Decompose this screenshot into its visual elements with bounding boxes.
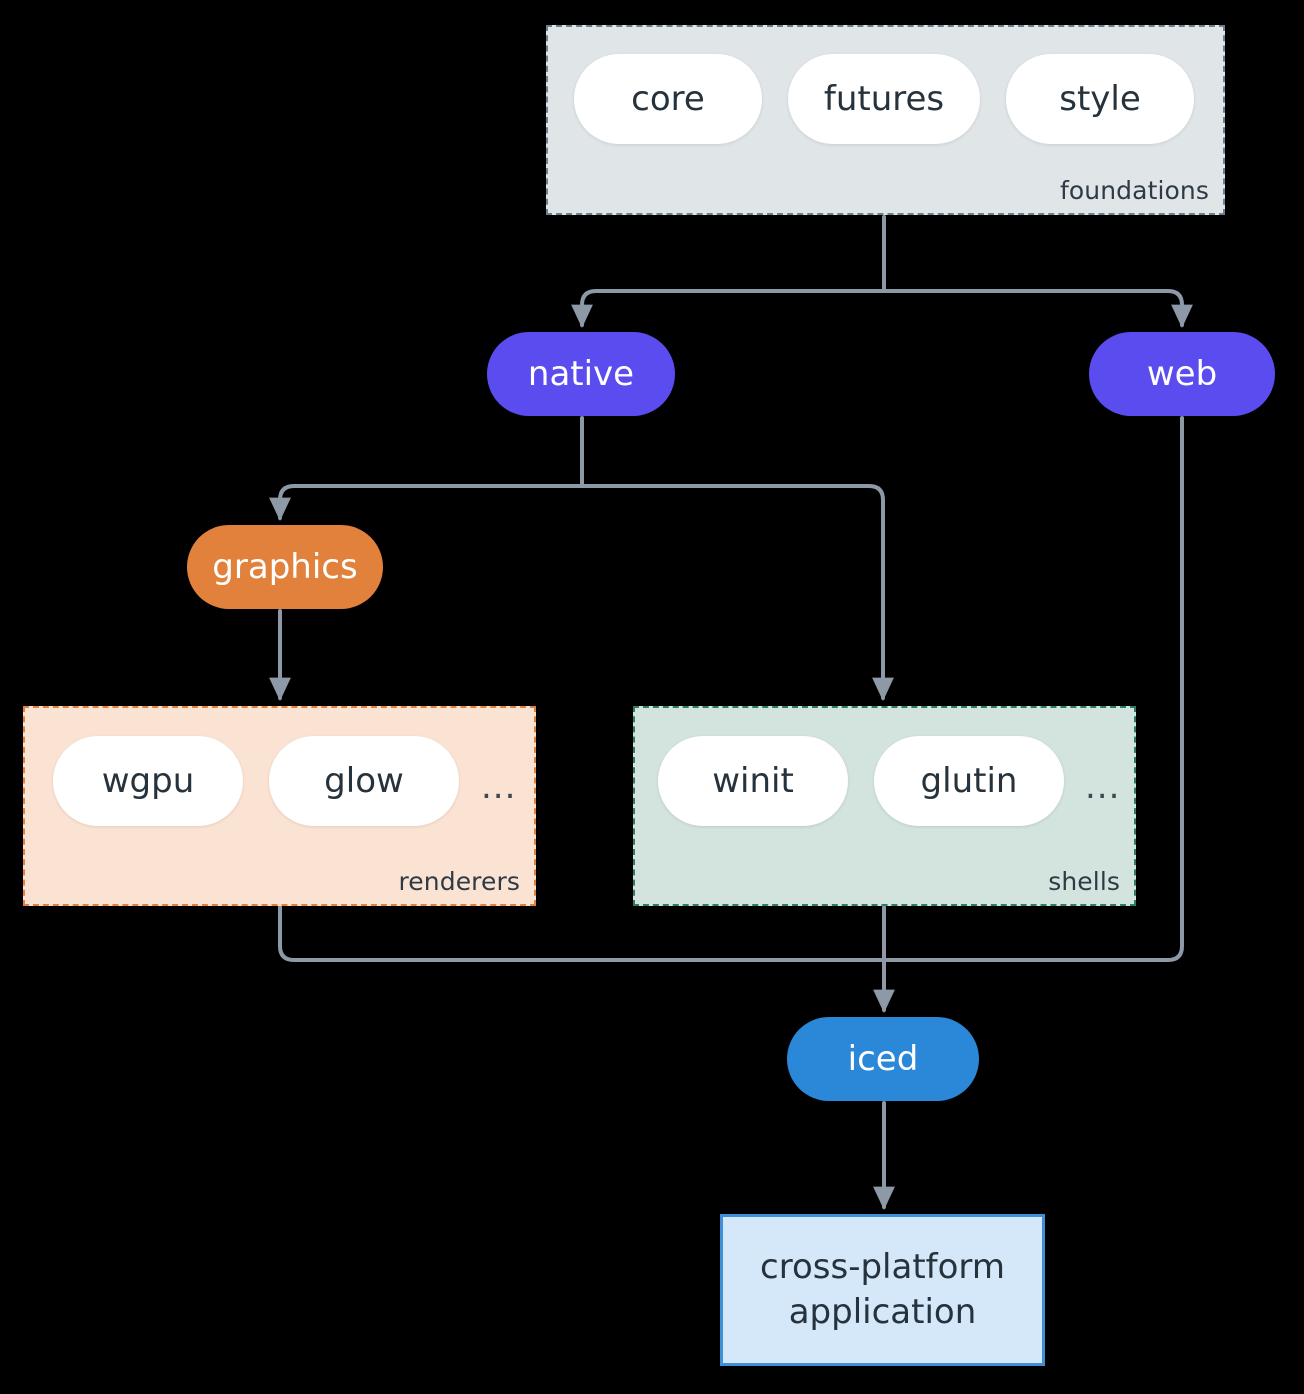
chip-glutin[interactable]: glutin (874, 736, 1064, 826)
node-iced[interactable]: iced (787, 1017, 979, 1101)
chip-futures[interactable]: futures (788, 54, 980, 144)
chip-winit[interactable]: winit (658, 736, 848, 826)
edge-native-to-graphics (269, 484, 584, 521)
edge-renderers-to-iced (278, 905, 886, 962)
group-foundations: core futures style foundations (546, 25, 1225, 215)
node-web[interactable]: web (1089, 332, 1275, 416)
chip-renderers-more: ... (481, 767, 517, 807)
node-graphics[interactable]: graphics (187, 525, 383, 609)
group-shells: winit glutin ... shells (633, 706, 1136, 906)
chip-core[interactable]: core (574, 54, 762, 144)
group-label-shells: shells (1048, 867, 1120, 896)
chip-shells-more: ... (1085, 767, 1121, 807)
chip-wgpu[interactable]: wgpu (53, 736, 243, 826)
chip-style[interactable]: style (1006, 54, 1194, 144)
edge-foundations-to-native (571, 289, 886, 328)
chip-glow[interactable]: glow (269, 736, 459, 826)
application-line-2: application (788, 1292, 977, 1332)
group-renderers: wgpu glow ... renderers (23, 706, 536, 906)
edge-foundations-to-web (882, 289, 1193, 328)
node-native[interactable]: native (487, 332, 675, 416)
application-line-1: cross-platform (760, 1247, 1005, 1288)
group-label-renderers: renderers (398, 867, 520, 896)
node-cross-platform-application[interactable]: cross-platform application (720, 1214, 1045, 1366)
group-label-foundations: foundations (1060, 176, 1209, 205)
edge-native-to-shells (580, 484, 894, 701)
